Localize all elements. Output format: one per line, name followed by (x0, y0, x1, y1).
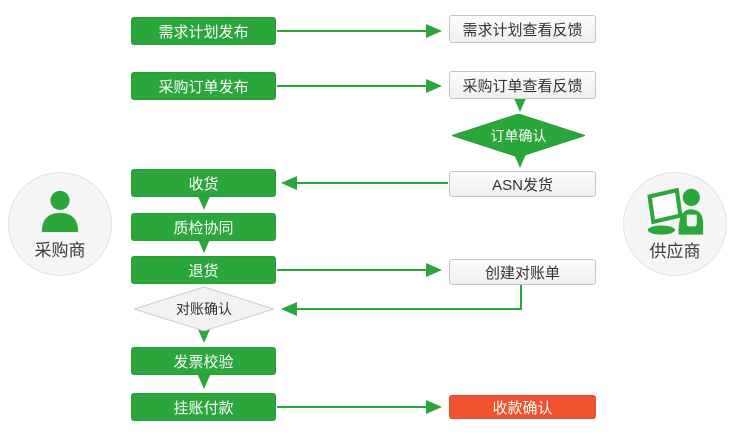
node-reconcile-confirm: 对账确认 (134, 287, 274, 331)
node-demand-plan-feedback: 需求计划查看反馈 (449, 15, 596, 43)
node-create-statement: 创建对账单 (449, 259, 596, 285)
node-quality-collab: 质检协同 (131, 213, 276, 241)
node-return-goods: 退货 (131, 256, 276, 284)
diamond-shape (134, 287, 274, 331)
buyer-actor: 采购商 (8, 172, 112, 276)
node-po-feedback: 采购订单查看反馈 (449, 71, 596, 99)
buyer-label: 采购商 (34, 240, 86, 260)
node-pending-payment: 挂账付款 (131, 393, 276, 421)
node-po-publish: 采购订单发布 (131, 72, 276, 100)
diamond-shape (452, 114, 585, 157)
node-receipt-confirm: 收款确认 (449, 395, 596, 419)
buyer-person-icon (37, 188, 83, 234)
node-asn-ship: ASN发货 (449, 171, 596, 197)
node-receive: 收货 (131, 169, 276, 197)
diamond-label: 对账确认 (176, 301, 232, 317)
node-order-confirm: 订单确认 (452, 114, 585, 157)
diamond-label: 订单确认 (490, 127, 547, 144)
supplier-label: 供应商 (649, 241, 701, 261)
supplier-actor: 供应商 (623, 172, 727, 276)
node-demand-plan-publish: 需求计划发布 (131, 17, 276, 45)
edge-create-statement-to-reconcile-confirm (281, 285, 522, 316)
node-invoice-check: 发票校验 (131, 347, 276, 375)
supplier-laptop-icon (646, 187, 704, 235)
